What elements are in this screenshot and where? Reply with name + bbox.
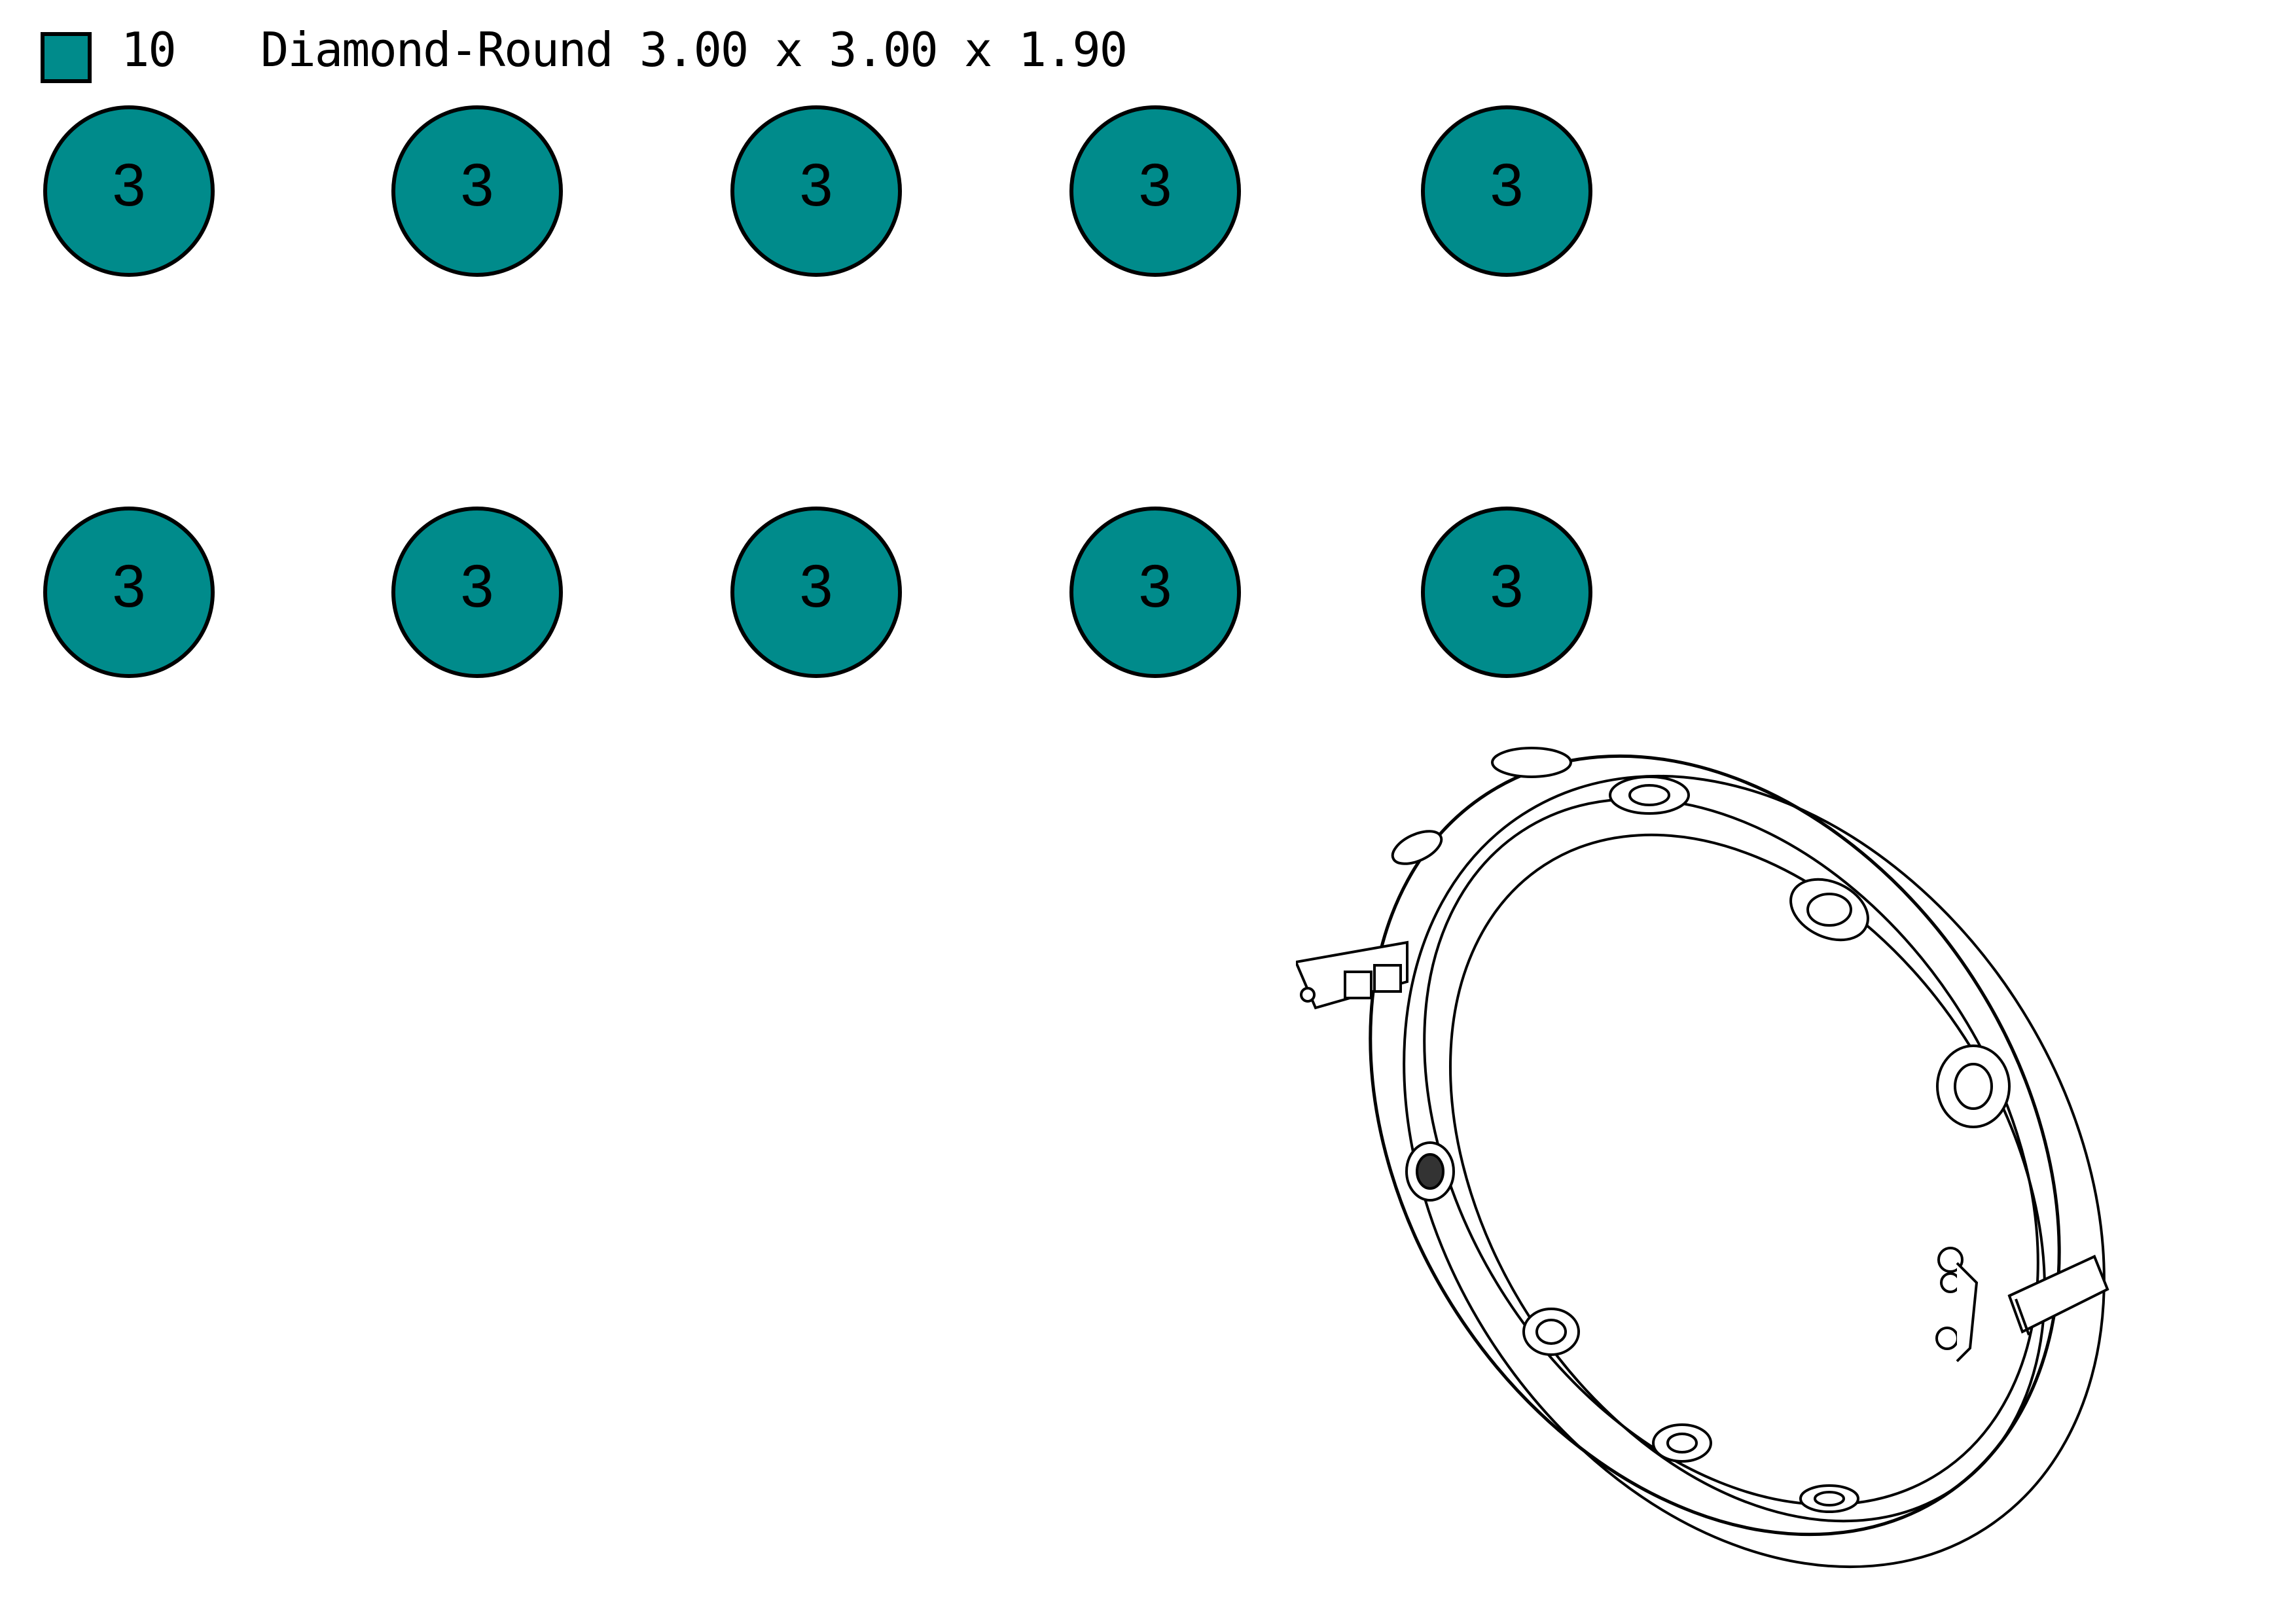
stone-marker: 3 — [391, 507, 563, 678]
clasp — [1935, 1247, 2109, 1363]
bangle-drawing — [1296, 747, 2109, 1569]
stone-marker: 3 — [43, 507, 215, 678]
stone-size-label: 3 — [1490, 151, 1524, 219]
stone-size-label: 3 — [112, 552, 146, 620]
stone-marker: 3 — [1421, 507, 1592, 678]
stone-marker: 3 — [730, 105, 902, 277]
stone-size-label: 3 — [1490, 552, 1524, 620]
stone-size-label: 3 — [799, 552, 833, 620]
stone-marker: 3 — [1421, 105, 1592, 277]
stone-marker: 3 — [1069, 105, 1241, 277]
stone-marker: 3 — [43, 105, 215, 277]
stone-marker: 3 — [1069, 507, 1241, 678]
stone-size-label: 3 — [460, 552, 494, 620]
hinge — [1296, 940, 1408, 1010]
stone-marker: 3 — [730, 507, 902, 678]
stone-size-label: 3 — [460, 151, 494, 219]
stone-size-label: 3 — [1138, 151, 1172, 219]
legend-description: Diamond-Round 3.00 x 3.00 x 1.90 — [260, 22, 1128, 77]
legend-count: 10 — [121, 22, 177, 77]
stone-size-label: 3 — [112, 151, 146, 219]
settings — [1391, 747, 2011, 1513]
legend-color-swatch — [41, 32, 92, 83]
stone-size-label: 3 — [1138, 552, 1172, 620]
stone-size-label: 3 — [799, 151, 833, 219]
stone-marker: 3 — [391, 105, 563, 277]
legend — [41, 29, 92, 86]
